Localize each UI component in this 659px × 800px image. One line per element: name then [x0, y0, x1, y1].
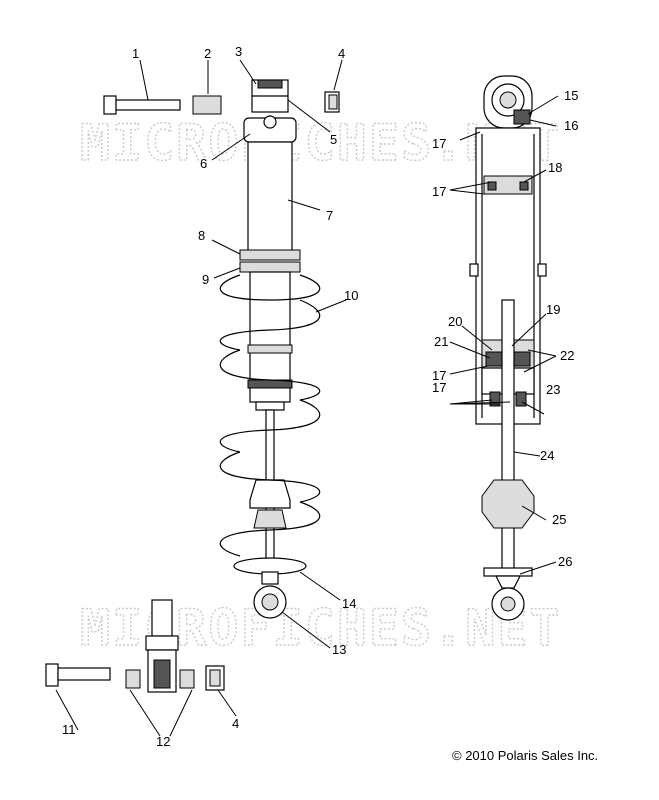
- callout-4-top: 4: [338, 46, 345, 61]
- part-bolt-top: [103, 95, 181, 115]
- callout-17-d: 17: [432, 380, 446, 395]
- callout-7: 7: [326, 208, 333, 223]
- callout-17-b: 17: [432, 184, 446, 199]
- callout-labels: 1 2 3 4 5 6 7 8 9 10 11 12 13 14 4 15 16…: [62, 44, 578, 749]
- part-cutaway-body: [469, 75, 547, 621]
- callout-15: 15: [564, 88, 578, 103]
- callout-11: 11: [62, 722, 76, 737]
- callout-22: 22: [560, 348, 574, 363]
- part-bolt-bottom: [45, 663, 111, 687]
- callout-3: 3: [235, 44, 242, 59]
- part-lower-mount: [125, 599, 225, 693]
- callout-26: 26: [558, 554, 572, 569]
- leader-lines: [55, 59, 559, 737]
- callout-1: 1: [132, 46, 139, 61]
- callout-21: 21: [434, 334, 448, 349]
- callout-12: 12: [156, 734, 170, 749]
- callout-23: 23: [546, 382, 560, 397]
- callout-18: 18: [548, 160, 562, 175]
- callout-24: 24: [540, 448, 554, 463]
- callout-17-c: 17: [432, 368, 446, 383]
- callout-8: 8: [198, 228, 205, 243]
- callout-16: 16: [564, 118, 578, 133]
- callout-13: 13: [332, 642, 346, 657]
- copyright-text: © 2010 Polaris Sales Inc.: [452, 748, 598, 763]
- part-shock-body: [233, 115, 307, 619]
- callout-10: 10: [344, 288, 358, 303]
- callout-4-bottom: 4: [232, 716, 239, 731]
- callout-19: 19: [546, 302, 560, 317]
- callout-2: 2: [204, 46, 211, 61]
- callout-9: 9: [202, 272, 209, 287]
- callout-6: 6: [200, 156, 207, 171]
- callout-14: 14: [342, 596, 356, 611]
- callout-25: 25: [552, 512, 566, 527]
- part-nut-top: [324, 91, 340, 113]
- callout-20: 20: [448, 314, 462, 329]
- callout-5: 5: [330, 132, 337, 147]
- callout-17-a: 17: [432, 136, 446, 151]
- part-sleeve: [192, 95, 222, 115]
- part-top-eye: [251, 79, 289, 113]
